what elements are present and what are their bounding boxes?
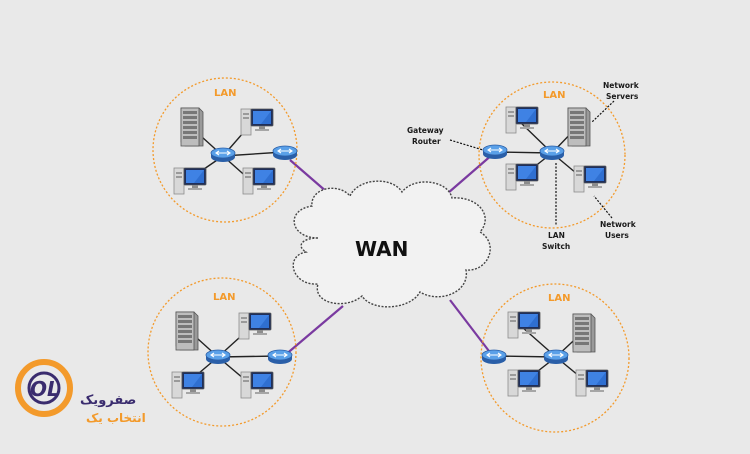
desktop-computer-icon bbox=[173, 167, 207, 195]
switch-icon bbox=[210, 147, 236, 163]
desktop-computer-icon bbox=[171, 371, 205, 399]
router-icon bbox=[482, 144, 508, 160]
callout-gateway-router: Gateway Router bbox=[407, 126, 444, 146]
server-icon bbox=[572, 313, 596, 353]
desktop-computer-icon bbox=[240, 371, 274, 399]
router-icon bbox=[272, 145, 298, 161]
wan-link-bottom-right bbox=[449, 299, 493, 356]
callout-lan-switch-line2: Switch bbox=[542, 242, 570, 251]
brand-logo-mark bbox=[15, 359, 73, 417]
callout-lan-switch: LAN Switch bbox=[542, 231, 570, 251]
callout-gateway-router-line1: Gateway bbox=[407, 126, 444, 135]
switch-icon bbox=[543, 349, 569, 365]
lan-bottom-right: LAN bbox=[480, 283, 630, 433]
lan-top-left: LAN bbox=[152, 77, 298, 223]
callout-network-users-line1: Network bbox=[600, 220, 637, 229]
callout-gateway-router-line2: Router bbox=[412, 137, 441, 146]
server-icon bbox=[175, 311, 199, 351]
lan-top-right: LAN Gateway Router Network Servers bbox=[407, 81, 640, 251]
callout-lan-switch-line1: LAN bbox=[548, 231, 565, 240]
brand-name-line2: انتخاب یک bbox=[86, 411, 146, 425]
desktop-computer-icon bbox=[242, 167, 276, 195]
desktop-computer-icon bbox=[507, 369, 541, 397]
desktop-computer-icon bbox=[573, 165, 607, 193]
brand-logo-text: OL bbox=[30, 377, 60, 401]
lan-bottom-left: LAN bbox=[147, 277, 297, 427]
desktop-computer-icon bbox=[575, 369, 609, 397]
switch-icon bbox=[205, 349, 231, 365]
wan-link-bottom-left bbox=[283, 305, 344, 357]
lan-label: LAN bbox=[214, 88, 236, 99]
server-icon bbox=[180, 107, 204, 147]
router-icon bbox=[267, 349, 293, 365]
lan-label: LAN bbox=[548, 293, 570, 304]
callout-network-users: Network Users bbox=[600, 220, 637, 240]
lan-label: LAN bbox=[213, 292, 235, 303]
switch-icon bbox=[539, 145, 565, 161]
wan-cloud: WAN bbox=[292, 180, 491, 308]
brand-name-line1: صفرویک bbox=[80, 393, 136, 408]
desktop-computer-icon bbox=[507, 311, 541, 339]
cloud-icon bbox=[292, 180, 491, 308]
wan-link-top-right bbox=[447, 153, 494, 194]
router-icon bbox=[481, 349, 507, 365]
desktop-computer-icon bbox=[238, 312, 272, 340]
callout-network-users-line2: Users bbox=[605, 231, 629, 240]
callout-network-servers-line2: Servers bbox=[606, 92, 639, 101]
desktop-computer-icon bbox=[505, 106, 539, 134]
server-icon bbox=[567, 107, 591, 147]
desktop-computer-icon bbox=[505, 163, 539, 191]
brand-logo: OL صفرویک انتخاب یک bbox=[15, 359, 146, 425]
lan-boundary bbox=[147, 277, 297, 427]
wan-label: WAN bbox=[355, 237, 408, 261]
lan-boundary bbox=[478, 81, 626, 229]
desktop-computer-icon bbox=[240, 108, 274, 136]
lan-label: LAN bbox=[543, 90, 565, 101]
lan-boundary bbox=[480, 283, 630, 433]
callout-network-servers: Network Servers bbox=[603, 81, 640, 101]
callout-network-servers-line1: Network bbox=[603, 81, 640, 90]
